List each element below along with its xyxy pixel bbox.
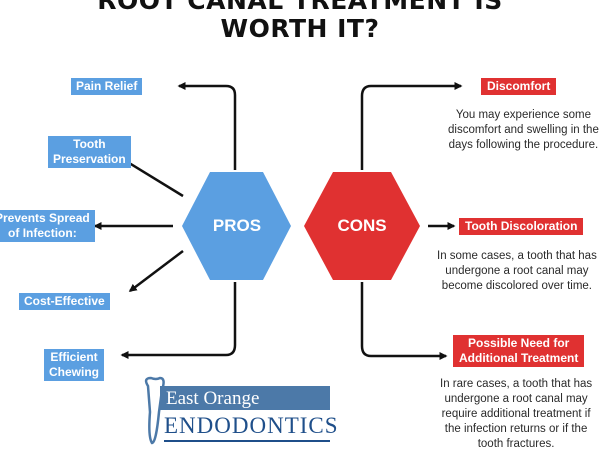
title-line-1: ROOT CANAL TREATMENT IS — [97, 0, 503, 15]
pros-hexagon — [182, 172, 291, 280]
logo-underline — [164, 440, 330, 442]
con-label-possible-need: Possible Need for Additional Treatment — [453, 335, 585, 367]
con-label-text: Tooth Discoloration — [465, 219, 578, 233]
con-desc-possible-need: In rare cases, a tooth that has undergon… — [440, 377, 592, 452]
logo-banner — [160, 386, 330, 410]
con-desc-line: the infection returns or if the — [444, 423, 588, 435]
east-orange-endodontics-logo: East Orange ENDODONTICS — [140, 378, 339, 448]
cons-hexagon-label: CONS — [337, 216, 387, 235]
arrow-efficient-chewing — [120, 282, 237, 359]
pro-label-efficient-chewing: Efficient Chewing — [44, 349, 104, 381]
page-title: ROOT CANAL TREATMENT IS WORTH IT? — [0, 0, 600, 43]
con-desc-line: require additional treatment if — [441, 408, 591, 420]
pro-label-text: of Infection: — [8, 226, 77, 240]
con-label-text: Additional Treatment — [459, 351, 579, 365]
pro-label-prevents-spread: Prevents Spread of Infection: — [0, 210, 95, 242]
pro-label-cost-effective: Cost-Effective — [19, 293, 110, 310]
logo-top-text: East Orange — [166, 388, 260, 409]
con-desc-line: discomfort and swelling in the — [448, 124, 599, 136]
con-label-text: Discomfort — [487, 79, 551, 93]
pro-label-text: Preservation — [53, 152, 126, 166]
arrow-tooth-preservation — [119, 156, 184, 198]
pro-label-text: Efficient — [50, 350, 98, 364]
tooth-logo-icon — [144, 376, 165, 445]
pro-label-text: Tooth — [73, 137, 106, 151]
cons-hexagon — [304, 172, 420, 280]
title-line-2: WORTH IT? — [220, 14, 380, 43]
con-desc-line: become discolored over time. — [441, 280, 593, 292]
con-desc-line: undergone a root canal may — [445, 265, 589, 277]
arrow-pain-relief — [177, 82, 237, 170]
pro-label-pain-relief: Pain Relief — [71, 78, 143, 95]
con-label-discomfort: Discomfort — [481, 78, 557, 95]
con-desc-line: You may experience some — [455, 109, 591, 121]
con-desc-line: days following the procedure. — [448, 139, 599, 151]
pro-label-text: Chewing — [49, 365, 99, 379]
con-desc-line: tooth fractures. — [477, 438, 555, 450]
pro-label-tooth-preservation: Tooth Preservation — [48, 136, 131, 168]
pro-label-text: Prevents Spread — [0, 211, 90, 225]
pro-label-text: Pain Relief — [76, 79, 138, 93]
con-label-text: Possible Need for — [467, 336, 570, 350]
con-desc-discomfort: You may experience some discomfort and s… — [448, 108, 599, 153]
pros-hexagon-label: PROS — [212, 216, 262, 235]
con-desc-line: In some cases, a tooth that has — [437, 250, 597, 262]
pro-label-text: Cost-Effective — [24, 294, 105, 308]
con-label-tooth-discoloration: Tooth Discoloration — [459, 218, 584, 235]
con-desc-line: In rare cases, a tooth that has — [440, 378, 593, 390]
con-desc-tooth-discoloration: In some cases, a tooth that has undergon… — [437, 249, 597, 294]
arrow-cost-effective — [128, 250, 184, 292]
arrow-discomfort — [360, 82, 463, 170]
arrow-possible-need — [360, 282, 448, 360]
con-desc-line: undergone a root canal may — [444, 393, 588, 405]
logo-bottom-text: ENDODONTICS — [164, 413, 339, 438]
